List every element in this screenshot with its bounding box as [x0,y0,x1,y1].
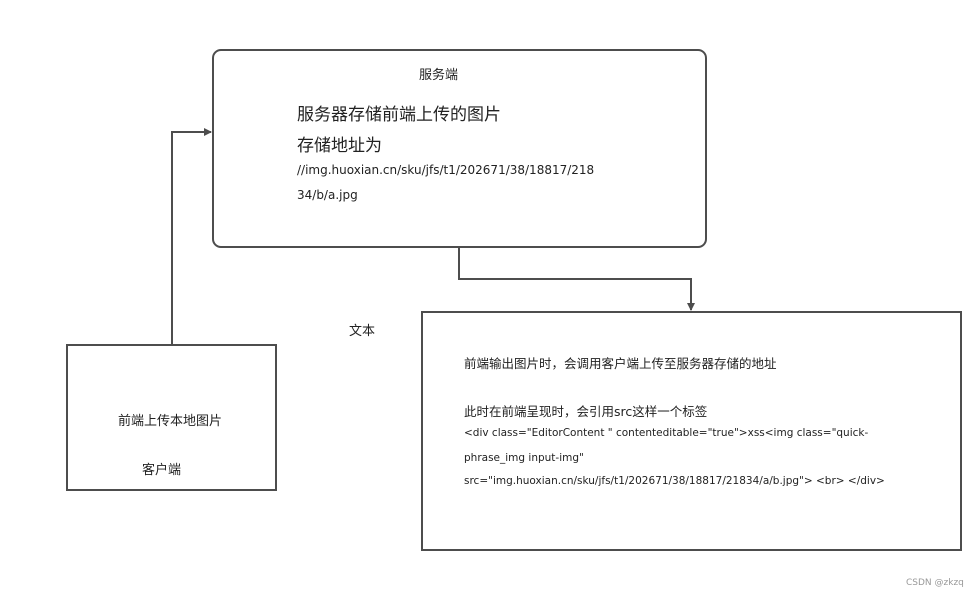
floating-text-label: 文本 [349,324,376,339]
server-box-path-line1: //img.huoxian.cn/sku/jfs/t1/202671/38/18… [297,163,595,177]
client-box: 前端上传本地图片 客户端 [66,344,277,491]
output-box-line2: 此时在前端呈现时，会引用src这样一个标签 [464,404,708,419]
output-box-code-line1: <div class="EditorContent " contentedita… [464,427,869,439]
output-box-code-line2: phrase_img input-img" [464,452,584,464]
server-to-output-arrow [458,247,695,311]
server-box-path-line2: 34/b/a.jpg [297,188,358,202]
server-box-line1: 服务器存储前端上传的图片 [297,105,501,125]
output-box: 前端输出图片时，会调用客户端上传至服务器存储的地址 此时在前端呈现时，会引用sr… [421,311,962,551]
output-box-line1: 前端输出图片时，会调用客户端上传至服务器存储的地址 [464,356,777,371]
client-to-server-arrow [171,128,212,345]
server-box-title: 服务端 [419,68,459,83]
server-box-line2: 存储地址为 [297,136,382,156]
client-box-action: 前端上传本地图片 [118,414,223,429]
client-box-title: 客户端 [142,463,182,478]
watermark: CSDN @zkzq [906,578,964,588]
output-box-code-line3: src="img.huoxian.cn/sku/jfs/t1/202671/38… [464,475,885,487]
server-box: 服务端 服务器存储前端上传的图片 存储地址为 //img.huoxian.cn/… [212,49,707,248]
